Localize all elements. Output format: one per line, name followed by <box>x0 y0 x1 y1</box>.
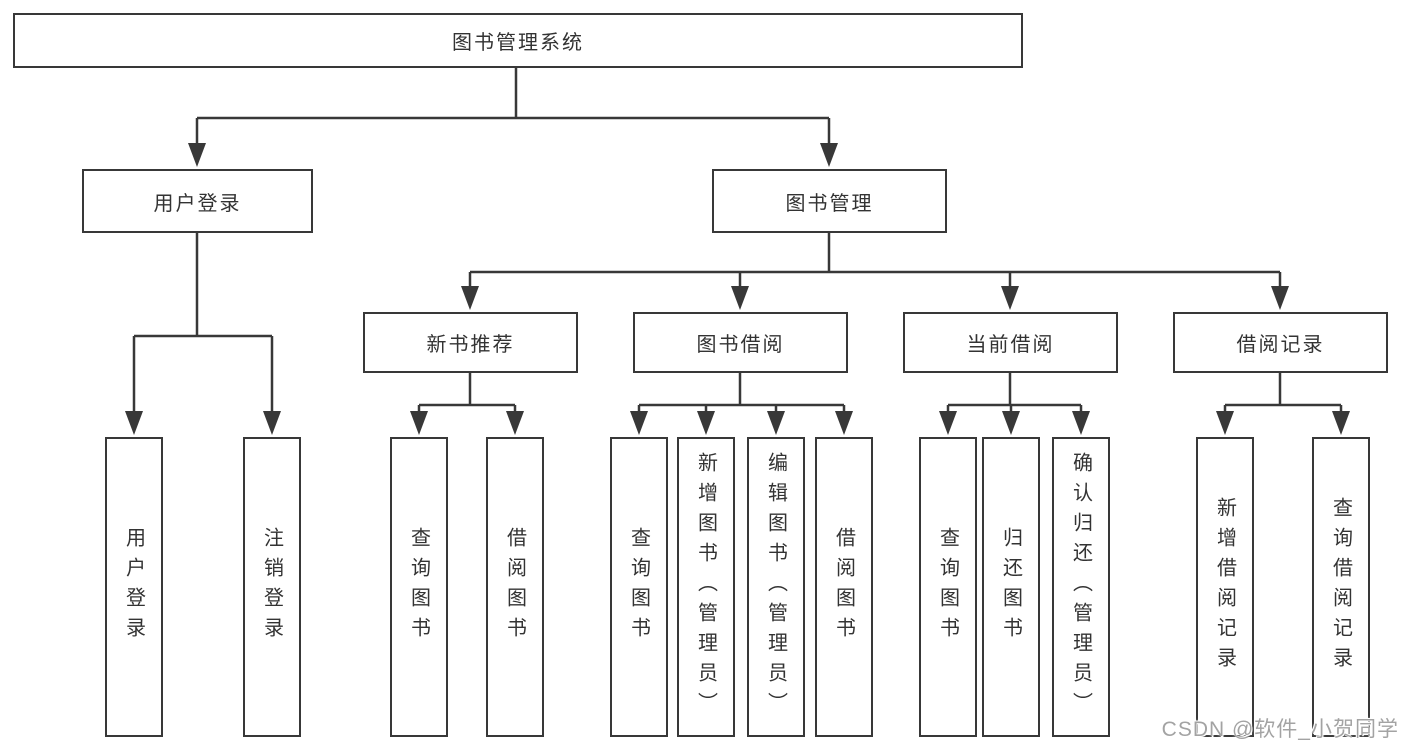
arrowheads <box>125 143 1350 435</box>
node-borrow-records: 借阅记录 <box>1173 312 1388 373</box>
leaf-query-borrow-record: 查询借阅记录 <box>1312 437 1370 737</box>
leaf-return-books: 归还图书 <box>982 437 1040 737</box>
leaf-query-books-recommend: 查询图书 <box>390 437 448 737</box>
leaf-borrow-books: 借阅图书 <box>815 437 873 737</box>
connector-paths <box>132 68 1343 414</box>
leaf-add-books-admin: 新增图书（管理员） <box>677 437 735 737</box>
leaf-confirm-return-admin: 确认归还（管理员） <box>1052 437 1110 737</box>
leaf-query-books-borrow: 查询图书 <box>610 437 668 737</box>
node-current-borrow: 当前借阅 <box>903 312 1118 373</box>
node-book-borrow: 图书借阅 <box>633 312 848 373</box>
leaf-borrow-books-recommend: 借阅图书 <box>486 437 544 737</box>
leaf-logout: 注销登录 <box>243 437 301 737</box>
leaf-edit-books-admin: 编辑图书（管理员） <box>747 437 805 737</box>
leaf-query-books-current: 查询图书 <box>919 437 977 737</box>
node-root: 图书管理系统 <box>13 13 1023 68</box>
leaf-user-login: 用户登录 <box>105 437 163 737</box>
node-book-management: 图书管理 <box>712 169 947 233</box>
node-user-login: 用户登录 <box>82 169 313 233</box>
watermark: CSDN @软件_小贺同学 <box>1161 718 1399 741</box>
leaf-add-borrow-record: 新增借阅记录 <box>1196 437 1254 737</box>
node-new-book-recommend: 新书推荐 <box>363 312 578 373</box>
